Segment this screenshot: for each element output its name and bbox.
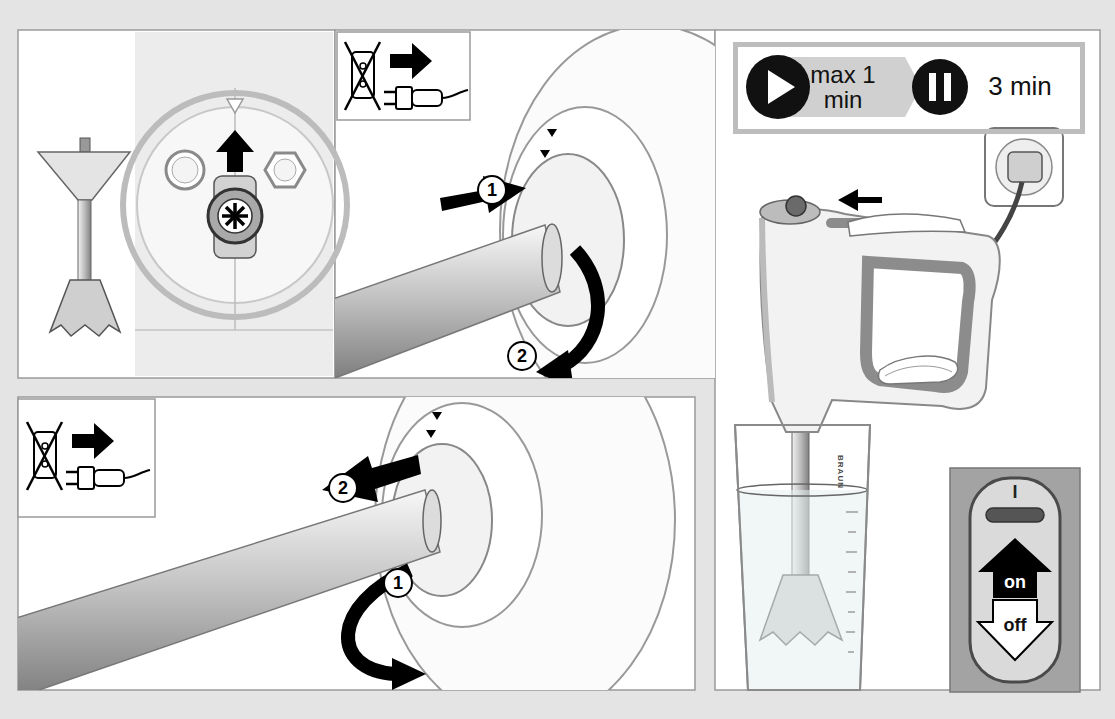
- timer-symbols-part: [746, 55, 810, 119]
- pause-time: 3 min: [988, 73, 1052, 100]
- detach-illustration-part: [423, 490, 441, 552]
- coupling-detail-part: [218, 199, 252, 233]
- coupling-detail-part: [222, 203, 248, 229]
- coupling-detail-part: [135, 329, 333, 331]
- detach-illustration-part: [18, 490, 440, 690]
- coupling-detail-part: [234, 88, 236, 330]
- blender-foot-icon-part: [78, 200, 91, 282]
- switch-inset: Ion off: [950, 468, 1080, 692]
- callout-number: 2: [507, 341, 537, 371]
- detach-illustration-part: [392, 658, 426, 690]
- unplug-icon-part: [345, 42, 468, 110]
- attach-illustration-part: [536, 350, 574, 378]
- coupling-detail-part: [265, 153, 305, 187]
- switch-inset-art-part: [986, 508, 1044, 522]
- switch-inset-art-part: [950, 468, 1080, 692]
- panel-frames-part: [715, 30, 1100, 690]
- timer-symbols-part: [768, 70, 795, 104]
- unplug-icon-part: [18, 399, 155, 517]
- attach-illustration-part: [335, 225, 560, 378]
- callout-number: 2: [328, 473, 358, 503]
- beaker-front-part: [846, 512, 858, 652]
- timer-symbols-part: [929, 73, 936, 101]
- attach-illustration-part: [542, 224, 562, 292]
- coupling-detail-part: [135, 32, 333, 376]
- callout-number: 1: [477, 175, 507, 205]
- attach-illustration-part: [562, 250, 598, 366]
- timer-symbols: [746, 55, 968, 119]
- coupling-detail-part: [208, 189, 262, 243]
- hand-blender-part: [866, 262, 970, 387]
- beaker-front-part-part: [846, 591, 856, 592]
- hand-blender-part: [786, 196, 806, 216]
- switch-inset-art-part: [978, 600, 1052, 660]
- beaker-front-part-part: [848, 651, 854, 652]
- run-time: max 1 min: [806, 62, 880, 112]
- coupling-detail-part-part: [226, 207, 244, 225]
- unplug-icon-part: [337, 32, 470, 120]
- attach-illustration: [335, 30, 715, 378]
- beaker-front-part: [738, 490, 867, 690]
- callout-number: 1: [383, 568, 413, 598]
- attach-illustration-part: [440, 176, 526, 213]
- coupling-detail-part: [166, 151, 204, 189]
- coupling-detail: [123, 32, 347, 376]
- hand-blender-part: [848, 214, 965, 236]
- switch-inset-art-part: [970, 478, 1060, 682]
- beaker-front-part-part: [848, 571, 856, 572]
- attach-illustration-part: [500, 30, 715, 378]
- brand-mark: BRAUN: [836, 455, 845, 489]
- switch-inset-art-part: [978, 538, 1052, 598]
- attach-illustration-part: [547, 129, 557, 137]
- beaker-front-part-part: [848, 531, 856, 532]
- coupling-detail-part: [172, 157, 198, 183]
- beaker-front-part-part: [848, 611, 855, 612]
- timer-box: max 1 min 3 min: [733, 42, 1085, 134]
- wall-socket-part: [996, 139, 1052, 195]
- hand-blender-part: [838, 189, 882, 211]
- hand-blender-part: [762, 218, 772, 402]
- detach-illustration: [18, 397, 675, 690]
- hand-blender-part: [885, 366, 952, 376]
- hand-blender-part: [760, 209, 999, 432]
- unplug-icon: [18, 399, 155, 517]
- beaker-front-part: [735, 425, 870, 690]
- coupling-detail-part: [227, 99, 243, 113]
- wall-socket-part: [1008, 152, 1042, 182]
- blender-foot-icon-part: [80, 138, 90, 152]
- detach-illustration-part: [432, 412, 442, 420]
- timer-symbols-part: [944, 73, 951, 101]
- detach-illustration-part: [322, 455, 421, 502]
- timer-symbols-part: [912, 59, 968, 115]
- hand-blender-part: [878, 356, 957, 384]
- coupling-detail-part-part: [226, 207, 244, 225]
- beaker-front: [735, 425, 870, 690]
- beaker-front-part: [737, 484, 867, 496]
- coupling-detail-part: [216, 130, 254, 172]
- switch-off: off: [1004, 616, 1027, 635]
- unplug-icon: [337, 32, 470, 120]
- switch-mark: I: [1012, 483, 1017, 502]
- blender-foot-icon-part: [50, 280, 120, 336]
- beaker-front-part-part: [846, 511, 858, 512]
- attach-illustration-part: [540, 150, 550, 158]
- panel-frames-part: [18, 30, 335, 378]
- beaker: [735, 425, 870, 690]
- blender-foot-icon: [38, 138, 130, 336]
- blender-foot-icon-part: [38, 152, 130, 200]
- beaker-part: [735, 425, 870, 690]
- beaker-front-part-part: [846, 631, 855, 632]
- coupling-detail-part: [274, 159, 296, 181]
- beaker-front-part-part: [846, 551, 857, 552]
- unplug-icon-part: [27, 422, 150, 490]
- switch-on: on: [1004, 573, 1026, 592]
- switch-inset-art: [950, 468, 1080, 692]
- detach-illustration-part: [426, 430, 436, 438]
- wall-socket-part: [985, 128, 1063, 206]
